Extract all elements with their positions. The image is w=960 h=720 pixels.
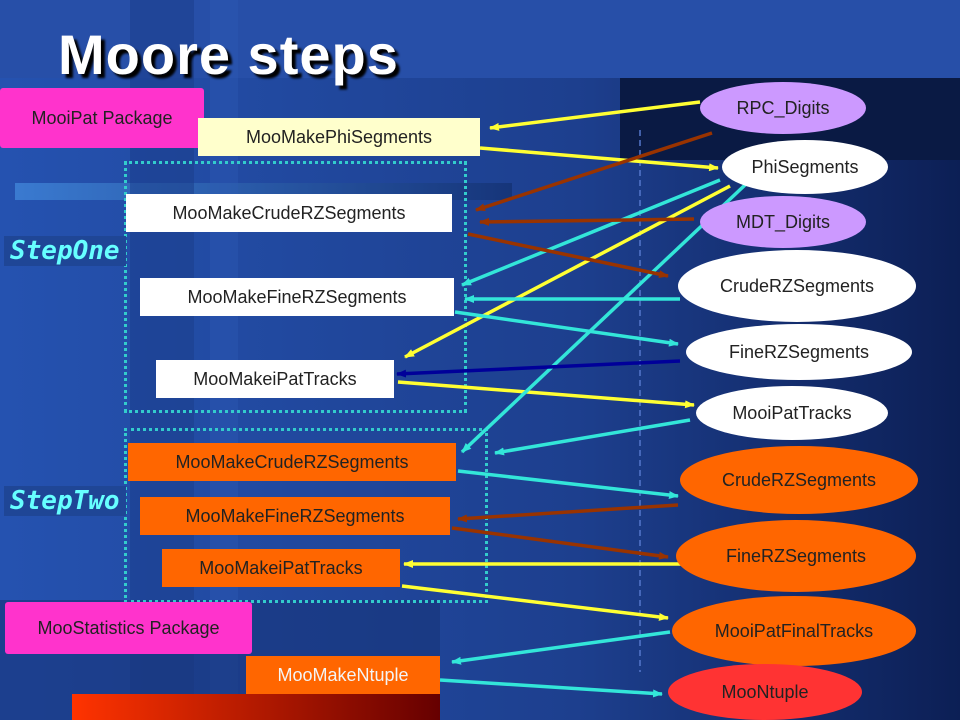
moostatistics-package-label: MooStatistics Package (5, 602, 252, 654)
arrow-crude1-to-crudeseg (467, 232, 669, 279)
cruderzsegments-ellipse-stepone: CrudeRZSegments (678, 250, 916, 322)
mooipatfinaltracks-ellipse: MooiPatFinalTracks (672, 596, 916, 666)
arrow-tracks1-to-mooipattracks (397, 380, 695, 409)
arrow-crudeseg2-to-fine2 (457, 503, 679, 523)
arrow-phi-to-phisegments (479, 146, 719, 172)
moontuple-ellipse: MooNtuple (668, 664, 862, 720)
arrow-rpc-to-crude1 (475, 131, 713, 212)
moomakefinerzsegments-box-steptwo: MooMakeFineRZSegments (140, 497, 450, 535)
mooipat-package-label: MooiPat Package (0, 88, 204, 148)
arrow-fineseg-to-tracks1 (396, 359, 681, 378)
moomakephisegments-box: MooMakePhiSegments (198, 118, 480, 156)
mooipattracks-ellipse: MooiPatTracks (696, 386, 888, 440)
stepone-label: StepOne (4, 236, 126, 266)
arrow-phisegments-to-crude2 (460, 183, 747, 454)
arrow-tracks2-to-final (401, 584, 669, 621)
cruderzsegments-ellipse-steptwo: CrudeRZSegments (680, 446, 918, 514)
arrow-fine2-to-fineseg2 (451, 526, 669, 560)
moomakefinerzsegments-box-stepone: MooMakeFineRZSegments (140, 278, 454, 316)
moomakeipattracks-box-steptwo: MooMakeiPatTracks (162, 549, 400, 587)
finerzsegments-ellipse-stepone: FineRZSegments (686, 324, 912, 380)
mdt-digits-ellipse: MDT_Digits (700, 196, 866, 248)
moomakecruderzsegments-box-steptwo: MooMakeCrudeRZSegments (128, 443, 456, 481)
finerzsegments-ellipse-steptwo: FineRZSegments (676, 520, 916, 592)
stepone-frame (124, 161, 467, 413)
arrow-phisegments-to-fine1 (461, 178, 721, 287)
moomakentuple-box: MooMakeNtuple (246, 656, 440, 694)
arrow-final-to-ntuple (451, 630, 671, 665)
arrow-crude2-to-crudeseg2 (457, 469, 679, 499)
moomakecruderzsegments-box-stepone: MooMakeCrudeRZSegments (126, 194, 452, 232)
arrow-mooipattracks-to-crude2 (494, 418, 691, 456)
page-title: Moore steps (58, 23, 399, 86)
steptwo-label: StepTwo (4, 486, 126, 516)
arrow-ntuple-to-moontuple (439, 678, 663, 698)
arrow-mdt-to-crude1 (479, 217, 695, 226)
arrow-rpc-to-phi (489, 100, 701, 131)
phisegments-ellipse: PhiSegments (722, 140, 888, 194)
moomakeipattracks-box-stepone: MooMakeiPatTracks (156, 360, 394, 398)
arrow-fine1-to-fineseg (454, 310, 679, 347)
arrow-phisegments-to-tracks1 (404, 184, 731, 359)
rpc-digits-ellipse: RPC_Digits (700, 82, 866, 134)
